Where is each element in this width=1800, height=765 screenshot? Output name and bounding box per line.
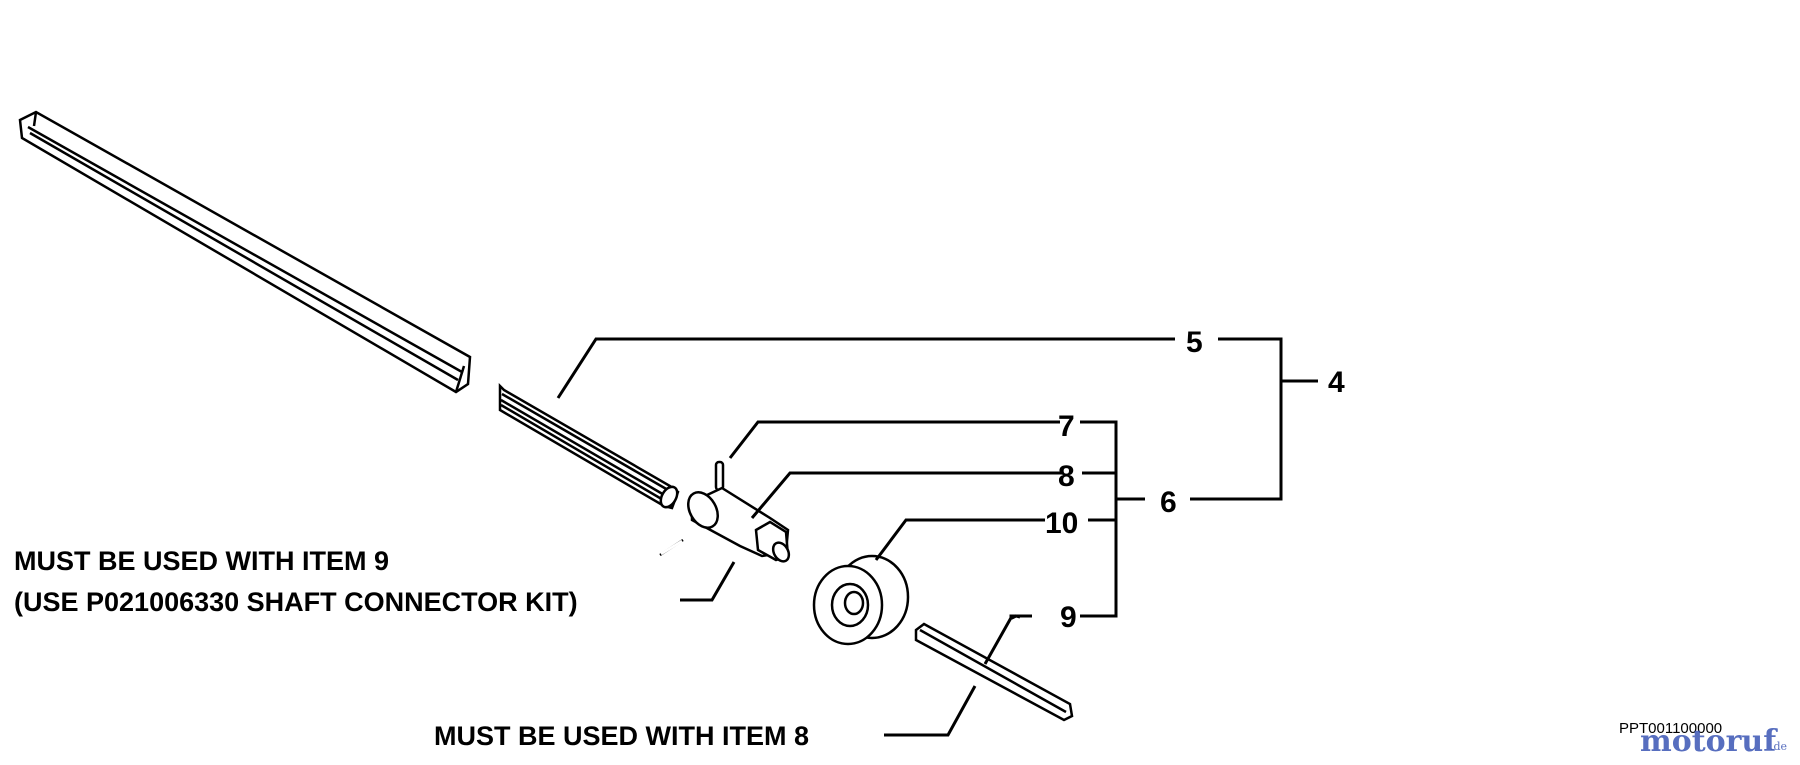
bearing-10	[812, 554, 910, 646]
drawing-code: PPT001100000	[1619, 720, 1722, 737]
leader-note-item8	[884, 685, 977, 737]
callout-8: 8	[1058, 460, 1075, 493]
note-item9-line2: (USE P021006330 SHAFT CONNECTOR KIT)	[14, 587, 578, 617]
bracket-group-6	[1080, 420, 1145, 618]
watermark-tld: .de	[1770, 740, 1787, 753]
leader-7	[728, 420, 1060, 459]
callout-4: 4	[1328, 366, 1345, 399]
callout-9: 9	[1060, 601, 1077, 634]
shaft-connector-8	[687, 486, 791, 563]
bracket-group-4	[1190, 337, 1318, 501]
leader-5	[556, 337, 1175, 399]
drive-shaft-upper	[18, 110, 472, 394]
note-item8: MUST BE USED WITH ITEM 8	[434, 721, 809, 751]
callout-5: 5	[1186, 326, 1203, 359]
callout-7: 7	[1058, 410, 1075, 443]
leader-note-item9	[680, 561, 736, 602]
callout-6: 6	[1160, 486, 1177, 519]
square-shaft-9	[914, 622, 1074, 722]
motoruf-watermark: motoruf .de	[1640, 724, 1787, 759]
leader-lines	[556, 337, 1175, 737]
pin-7	[714, 460, 725, 492]
note-item9-line1: MUST BE USED WITH ITEM 9	[14, 546, 389, 576]
pin-small	[659, 538, 684, 557]
watermark-brand: motoruf	[1640, 724, 1778, 759]
leader-10	[874, 518, 1045, 561]
drive-shaft-lower	[498, 382, 680, 510]
leader-8	[750, 471, 1063, 519]
leader-9-path	[983, 614, 1032, 665]
callout-10: 10	[1045, 507, 1078, 540]
